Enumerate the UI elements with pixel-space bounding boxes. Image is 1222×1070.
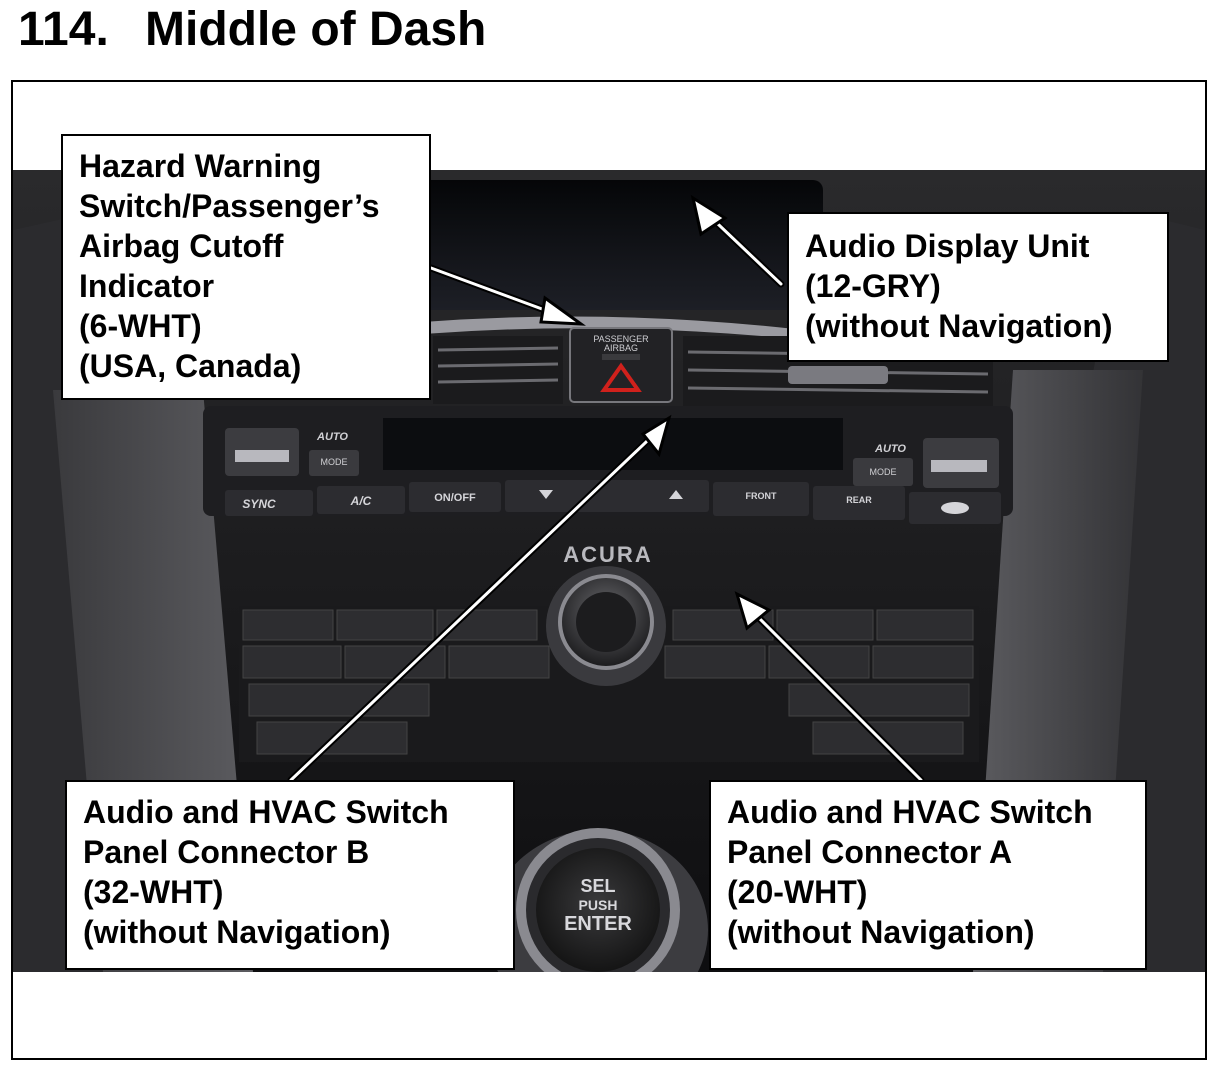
right-temp-controls: AUTO MODE xyxy=(853,438,999,488)
page-title: 114. Middle of Dash xyxy=(18,2,486,58)
svg-text:AUTO: AUTO xyxy=(874,443,906,455)
callout-line: Audio and HVAC Switch xyxy=(83,794,449,830)
svg-text:A/C: A/C xyxy=(350,494,372,508)
climate-display xyxy=(383,418,843,470)
callout-line: Airbag Cutoff xyxy=(79,228,284,264)
svg-text:REAR: REAR xyxy=(846,495,872,505)
svg-text:MODE: MODE xyxy=(870,467,897,477)
page-number: 114. xyxy=(18,3,109,56)
callout-connector-a: Audio and HVAC Switch Panel Connector A … xyxy=(709,780,1147,970)
left-vent xyxy=(433,336,563,404)
svg-text:ON/OFF: ON/OFF xyxy=(434,492,476,504)
svg-text:AUTO: AUTO xyxy=(316,431,348,443)
figure-frame: PASSENGER AIRBAG AUTO MODE AUTO MODE SYN… xyxy=(11,80,1207,1060)
callout-line: (without Navigation) xyxy=(805,308,1113,344)
svg-text:FRONT: FRONT xyxy=(746,491,777,501)
sel-push-enter-knob[interactable]: SEL PUSH ENTER xyxy=(488,828,708,972)
acura-logo: ACURA xyxy=(563,542,652,567)
callout-line: Audio Display Unit xyxy=(805,228,1090,264)
callout-line: Audio and HVAC Switch xyxy=(727,794,1093,830)
callout-audio-display-unit: Audio Display Unit (12-GRY) (without Nav… xyxy=(787,212,1169,362)
page-heading: Middle of Dash xyxy=(145,3,487,56)
push-label: PUSH xyxy=(579,897,618,913)
callout-line: (12-GRY) xyxy=(805,268,941,304)
callout-line: Hazard Warning xyxy=(79,148,322,184)
callout-line: Switch/Passenger’s xyxy=(79,188,380,224)
svg-text:MODE: MODE xyxy=(321,457,348,467)
sel-label: SEL xyxy=(580,876,615,896)
callout-line: (USA, Canada) xyxy=(79,348,302,384)
enter-label: ENTER xyxy=(564,913,632,935)
hazard-switch[interactable]: PASSENGER AIRBAG xyxy=(569,327,673,403)
svg-text:SYNC: SYNC xyxy=(242,497,276,511)
volume-knob[interactable] xyxy=(546,566,666,686)
callout-line: (without Navigation) xyxy=(727,914,1035,950)
passenger-airbag-label: PASSENGER xyxy=(593,334,649,344)
callout-line: (6-WHT) xyxy=(79,308,202,344)
callout-line: Panel Connector B xyxy=(83,834,370,870)
svg-text:AIRBAG: AIRBAG xyxy=(604,343,638,353)
callout-line: Panel Connector A xyxy=(727,834,1013,870)
left-temp-controls: AUTO MODE xyxy=(225,428,359,476)
callout-line: (without Navigation) xyxy=(83,914,391,950)
hazard-triangle-icon xyxy=(600,362,642,392)
callout-line: Indicator xyxy=(79,268,215,304)
callout-line: (20-WHT) xyxy=(727,874,868,910)
callout-line: (32-WHT) xyxy=(83,874,224,910)
callout-connector-b: Audio and HVAC Switch Panel Connector B … xyxy=(65,780,515,970)
callout-hazard-warning-switch: Hazard Warning Switch/Passenger’s Airbag… xyxy=(61,134,431,400)
